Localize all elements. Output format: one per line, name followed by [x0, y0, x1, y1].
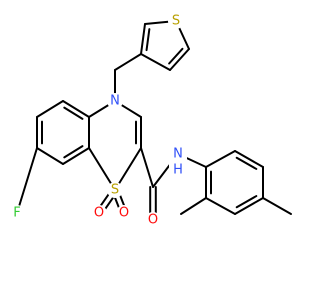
bond-a2-a3 — [205, 197, 236, 215]
bond-s-c2 — [114, 147, 142, 191]
bond-t3-t2-inner — [145, 28, 151, 52]
atom-s-thiophene-label: S — [172, 14, 180, 29]
atom-o-amide: O — [145, 212, 161, 228]
bond-a4-me4 — [262, 197, 292, 215]
bond-t4-t3 — [140, 53, 171, 71]
atom-o-sulfonyl-1: O — [91, 205, 107, 221]
atom-nh-h-label: H — [173, 163, 183, 178]
atom-o-sulfonyl-2: O — [116, 205, 132, 221]
atom-o-amide-label: O — [148, 213, 158, 228]
bond-c8-c8a — [62, 147, 90, 165]
bond-t3-t2 — [140, 23, 146, 55]
atom-n-ring: N — [107, 93, 123, 109]
atom-nh-n-label: N — [173, 147, 183, 162]
bond-c5-c6 — [36, 100, 64, 118]
bond-a2-me2 — [180, 197, 207, 215]
bond-a5-a6-inner — [235, 156, 258, 170]
molecule-structure: N S S F O O O N H — [9, 13, 292, 228]
bond-a3-a4 — [234, 197, 264, 215]
atom-labels: N S S F O O O N H — [9, 13, 187, 228]
bond-c8a-s — [88, 147, 116, 191]
bond-c2-cam — [140, 147, 154, 188]
atom-n-ring-label: N — [110, 94, 120, 109]
atom-s-ring: S — [107, 182, 123, 198]
bond-c4a-c5 — [62, 100, 90, 118]
bond-c4a-c5-inner — [63, 106, 84, 120]
atom-o-sulfonyl-1-label: O — [94, 206, 104, 221]
bond-t5-t4-inner — [168, 47, 184, 65]
atom-o-sulfonyl-2-label: O — [119, 206, 129, 221]
bond-a6-a1 — [205, 150, 236, 168]
atom-f-label: F — [13, 206, 20, 221]
bond-c7-c8 — [36, 147, 64, 165]
atom-f: F — [9, 205, 25, 221]
atom-s-ring-label: S — [111, 183, 119, 198]
bond-c7-f — [16, 147, 38, 214]
bond-a3-a4-inner — [235, 195, 258, 209]
atom-nh-amide: N H — [169, 147, 187, 178]
atom-s-thiophene: S — [168, 13, 184, 29]
bond-ch2-t3 — [114, 53, 142, 71]
bond-t5-t4 — [169, 48, 190, 71]
bond-c8-c8a-inner — [63, 145, 84, 159]
bond-a5-a6 — [234, 150, 264, 168]
bond-lines — [16, 20, 292, 221]
